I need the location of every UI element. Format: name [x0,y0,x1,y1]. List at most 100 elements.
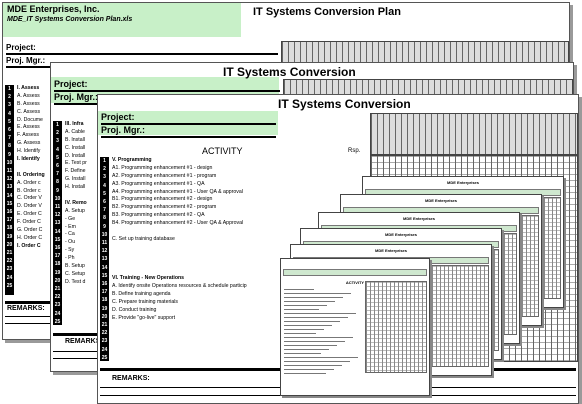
activity-row[interactable] [17,251,45,259]
thumbnail-row-line [284,301,335,302]
activity-row[interactable]: B. Define training agenda [112,291,171,298]
project-underline [54,90,280,92]
activity-row[interactable]: VI. Training - New Operations [112,275,185,282]
activity-row[interactable]: C. Order V [17,195,42,202]
activity-row[interactable]: B2. Programming enhancement #2 - program [112,204,217,211]
activity-row[interactable]: A3. Programming enhancement #1 - QA [112,180,205,187]
activity-row[interactable]: A. Cable [65,128,85,135]
activity-row[interactable]: - Ou [65,239,76,246]
activity-row[interactable]: C. Install [65,144,86,151]
activity-row[interactable]: C. Prepare training materials [112,299,179,306]
activity-row[interactable] [65,192,87,200]
activity-row[interactable]: - Ph [65,255,75,262]
activity-row[interactable]: B. Setup [65,263,85,270]
activity-row[interactable]: A1. Programming enhancement #1 - design [112,164,213,171]
activity-row[interactable]: C. Setup [65,270,86,277]
activity-row[interactable]: V. Programming [112,157,152,163]
activity-row[interactable] [65,302,87,310]
row-number: 23 [54,302,61,309]
activity-row[interactable] [65,295,87,303]
activity-row[interactable]: - Ca [65,231,75,238]
activity-row[interactable]: I. Identify [17,156,40,163]
company-name: MDE Enterprises, Inc. [7,4,100,14]
activity-row[interactable]: E. Order C [17,211,42,218]
activity-row[interactable]: G. Order C [17,227,43,234]
activity-row[interactable]: G. Install [65,176,86,183]
activity-row[interactable]: I. Order C [17,242,41,249]
activity-row[interactable]: E. Test pr [65,160,87,167]
activity-row[interactable]: C. Assess [17,108,41,115]
activity-row[interactable]: A. Order c [17,179,41,186]
thumbnail-title: ACTIVITY [345,280,365,285]
activity-row[interactable]: B4. Programming enhancement #2 - User QA… [112,220,244,227]
activity-row[interactable]: D. Order V [17,203,42,210]
thumbnail-row-line [284,289,314,290]
activity-row[interactable] [17,164,45,172]
activity-row[interactable]: B1. Programming enhancement #2 - design [112,196,213,203]
activity-row[interactable] [112,260,247,268]
activity-row[interactable]: G. Assess [17,140,41,147]
thumbnail-row-line [284,329,324,330]
activity-row[interactable]: A4. Programming enhancement #1 - User QA… [112,188,243,195]
activity-row[interactable]: III. Infra [65,121,84,127]
row-number: 24 [6,274,13,281]
activity-row[interactable]: D. Docume [17,116,43,123]
activity-row[interactable]: H. Identify [17,148,41,155]
project-label: Project: [54,79,88,89]
activity-row[interactable]: D. Test d [65,278,86,285]
activity-row[interactable]: B. Order c [17,187,41,194]
activity-row[interactable] [17,274,45,282]
activity-row[interactable] [112,323,247,331]
row-number: 14 [101,264,108,271]
row-number: 1 [56,122,59,128]
activity-row[interactable]: B. Assess [17,100,40,107]
activity-row[interactable] [65,310,87,318]
activity-row[interactable] [65,287,87,295]
activity-row[interactable]: - Em [65,223,76,230]
row-number: 1 [103,158,106,164]
activity-row[interactable]: A. Setup [65,207,85,214]
activity-row[interactable]: IV. Remo [65,199,87,206]
activity-row[interactable]: F. Order C [17,219,41,226]
activity-row[interactable]: A. Assess [17,92,40,99]
activity-row[interactable]: C. Set up training database [112,235,175,242]
activity-row[interactable]: A2. Programming enhancement #1 - program [112,172,217,179]
activity-row[interactable] [17,266,45,274]
activity-row[interactable] [17,259,45,267]
activity-row[interactable] [112,346,247,354]
activity-row[interactable]: E. Provide "go-live" support [112,314,176,321]
activity-row[interactable] [112,331,247,339]
activity-row[interactable]: H. Install [65,184,86,191]
activity-row[interactable] [112,338,247,346]
activity-row[interactable]: H. Order C [17,234,43,241]
thumbnail-row-line [284,317,348,318]
activity-row[interactable] [112,267,247,275]
project-underline [101,123,276,125]
activity-row[interactable] [112,244,247,252]
activity-row[interactable]: - Ge [65,215,76,222]
remarks-label: REMARKS: [65,338,103,345]
activity-row[interactable]: B3. Programming enhancement #2 - QA [112,212,205,219]
activity-row[interactable]: II. Ordering [17,171,45,178]
row-number: 10 [101,231,108,238]
file-name: MDE_IT Systems Conversion Plan.xls [7,16,133,23]
activity-row[interactable]: D. Install [65,152,86,159]
activity-row[interactable]: F. Assess [17,132,39,139]
row-number: 20 [101,313,108,320]
activity-row[interactable]: I. Assess [17,85,40,91]
row-number: 19 [6,233,13,240]
row-number: 8 [56,179,59,186]
activity-row[interactable]: E. Assess [17,124,40,131]
activity-row[interactable]: - Sy [65,247,75,254]
thumbnail-title: MDE Enterprises [402,216,435,221]
activity-row[interactable]: B. Install [65,136,85,143]
thumbnail-row-line [284,297,343,298]
activity-row[interactable]: D. Conduct training [112,306,157,313]
activity-row[interactable]: F. Define [65,168,86,175]
thumbnail-sheet-6[interactable]: ACTIVITY [280,258,430,396]
project-manager-label: Proj. Mgr.: [6,56,46,65]
activity-row[interactable] [112,252,247,260]
activity-row[interactable]: A. Identify onsite Operations resources … [112,283,247,290]
activity-row[interactable] [112,228,247,236]
